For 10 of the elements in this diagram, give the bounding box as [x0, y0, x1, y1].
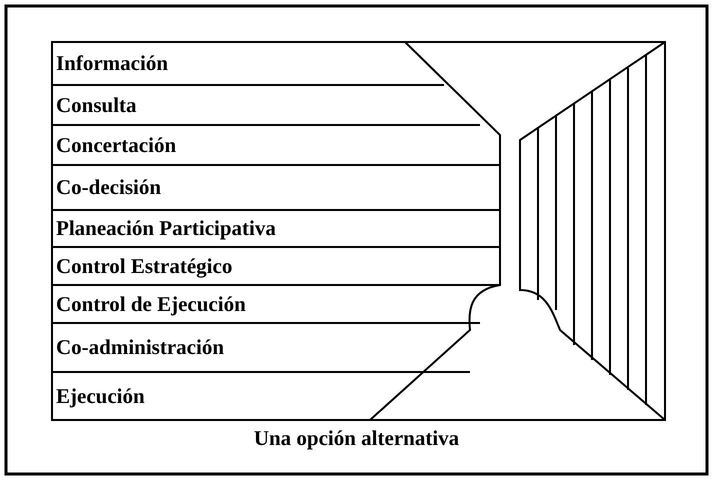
band-label: Co-decisión [55, 175, 161, 200]
band-label: Planeación Participativa [55, 216, 276, 241]
band-label: Co-administración [55, 335, 224, 360]
band-label: Concertación [55, 132, 176, 158]
band-label: Control Estratégico [55, 254, 232, 278]
band-label: Control de Ejecución [55, 292, 246, 316]
band-label: Consulta [55, 92, 137, 118]
caption: Una opción alternativa [252, 426, 460, 451]
band-label: Información [55, 50, 168, 76]
band-label: Ejecución [55, 384, 145, 409]
